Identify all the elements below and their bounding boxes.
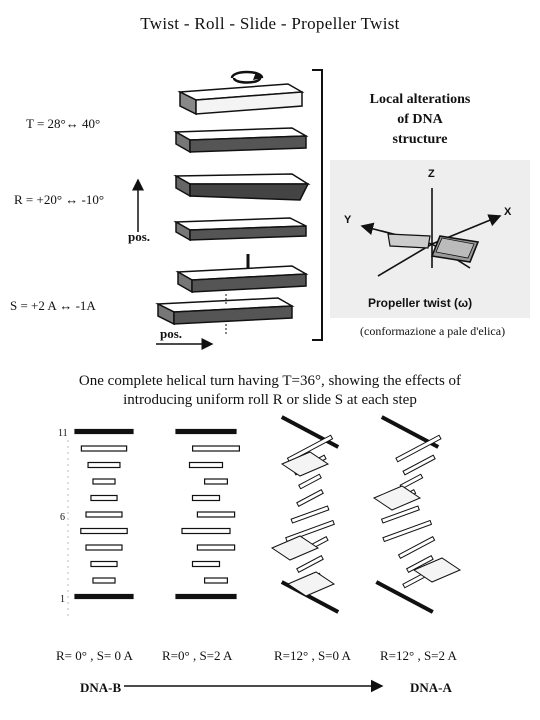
twist-slab-pair — [173, 83, 309, 154]
propeller-caption: Propeller twist (ω) — [368, 296, 473, 310]
base-pair-bar-fill — [396, 435, 441, 462]
roll-slab-pair — [173, 173, 311, 242]
roll-label: R = +20° ↔ -10° — [14, 192, 105, 207]
ladder-tick-6: 6 — [60, 512, 65, 523]
base-pair-bar-fill — [297, 556, 323, 572]
base-pair-bar-fill — [299, 474, 321, 489]
slide-slab-pair — [155, 254, 309, 334]
base-pair-bar-fill — [383, 521, 431, 541]
base-pair-bar — [280, 580, 340, 614]
base-pair-bar — [192, 445, 241, 452]
base-pair-bar — [196, 544, 236, 551]
base-pair-bar — [375, 580, 434, 614]
base-pair-bar-fill — [286, 521, 334, 541]
base-pair-bar — [92, 478, 116, 485]
propeller-plate — [372, 485, 422, 511]
propeller-figure — [330, 160, 530, 318]
propeller-plate — [280, 451, 330, 477]
helix-caption-line: One complete helical turn having T=36°, … — [78, 373, 462, 389]
base-pair-bar — [181, 527, 231, 535]
base-pair-bar-fill — [407, 556, 433, 572]
base-pair-bar-fill — [288, 435, 332, 462]
column-label-2: R=0° , S=2 A — [162, 648, 233, 663]
helix-caption: One complete helical turn having T=36°, … — [40, 372, 500, 410]
local-alterations-line: of DNA — [397, 112, 443, 127]
propeller-plate — [412, 557, 462, 583]
base-pair-bar-fill — [403, 573, 425, 588]
base-pair-bar — [204, 478, 229, 485]
axis-z-label: Z — [428, 168, 435, 180]
base-pair-bar-fill — [400, 474, 422, 489]
base-pair-bar-fill — [382, 506, 419, 523]
base-pair-bar-fill — [291, 506, 329, 523]
twist-label: T = 28°↔ 40° — [26, 116, 101, 131]
base-pair-bar — [85, 544, 123, 551]
local-alterations-line: Local alterations — [369, 92, 471, 107]
propeller-plate — [270, 535, 320, 561]
rotation-icon — [230, 70, 264, 84]
base-pair-bar — [204, 577, 229, 584]
base-pair-bar-fill — [297, 490, 323, 506]
ladder-tick-1: 1 — [60, 594, 65, 605]
roll-pos-label: pos. — [128, 229, 151, 244]
base-pair-bar — [90, 494, 118, 502]
base-pair-bar — [191, 494, 221, 502]
axis-x-label: X — [504, 206, 512, 218]
base-pair-bar — [92, 577, 116, 584]
column-label-1: R= 0° , S= 0 A — [56, 648, 133, 663]
propeller-plate — [286, 571, 336, 597]
base-pair-bar — [74, 428, 134, 435]
base-pair-bar — [90, 560, 118, 568]
base-pair-bar-fill — [399, 537, 434, 558]
base-pair-bar — [80, 445, 128, 452]
axis-y-label: Y — [344, 214, 352, 226]
dna-b-label: DNA-B — [80, 680, 122, 695]
base-pair-bar — [191, 560, 221, 568]
column-label-4: R=12° , S=2 A — [380, 648, 457, 663]
dna-a-label: DNA-A — [410, 680, 452, 695]
local-alterations-line: structure — [392, 132, 448, 147]
propeller-note: (conformazione a pale d'elica) — [360, 324, 506, 338]
local-alterations-title: Local alterations of DNA structure — [345, 90, 495, 150]
base-pair-bar — [85, 511, 123, 518]
slide-label: S = +2 A ↔ -1A — [10, 298, 96, 313]
base-pair-bar — [196, 511, 236, 518]
base-pair-bar — [87, 461, 121, 469]
bracket — [312, 69, 323, 341]
page-title: Twist - Roll - Slide - Propeller Twist — [140, 14, 400, 33]
base-pair-bar — [188, 461, 224, 469]
base-pair-bar — [280, 415, 340, 449]
base-pair-bar — [175, 428, 237, 435]
base-pair-bar — [175, 593, 237, 600]
ladder-tick-11: 11 — [58, 428, 68, 439]
column-label-3: R=12° , S=0 A — [274, 648, 351, 663]
slide-pos-label: pos. — [160, 326, 183, 341]
base-pair-bar — [74, 593, 134, 600]
helix-caption-line: introducing uniform roll R or slide S at… — [123, 392, 417, 408]
base-pair-bar-fill — [403, 455, 435, 475]
base-pair-bar — [80, 527, 128, 535]
helix-ladders — [74, 415, 462, 614]
